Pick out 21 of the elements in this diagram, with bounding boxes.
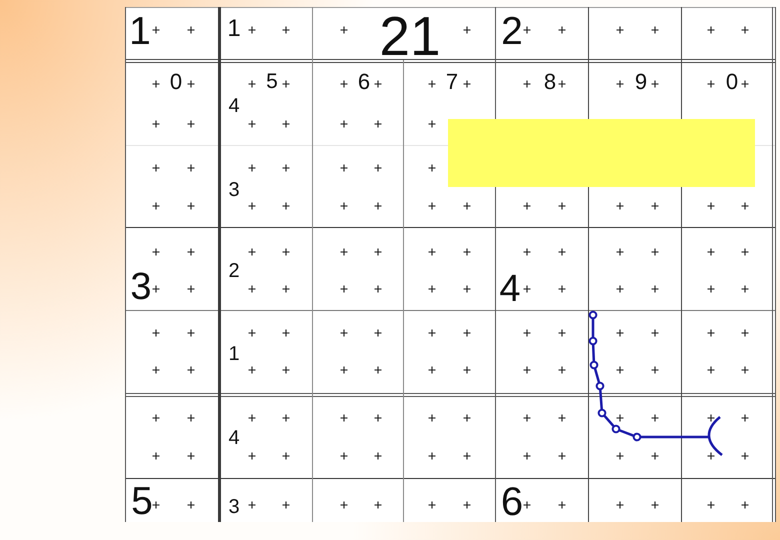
grid-number: 2 [501,16,523,48]
index-number: 6 [358,72,370,90]
index-number: 8 [544,72,556,90]
grid-number: 1 [129,16,151,48]
grid-number: 3 [130,272,152,303]
index-number: 9 [634,72,648,90]
index-number: 1 [228,346,240,362]
index-number: 4 [228,98,240,114]
index-number: 0 [726,72,738,90]
index-number: 4 [228,430,240,446]
grid-number: 5 [131,486,153,518]
index-number: 0 [170,72,182,90]
index-number: 2 [228,262,240,279]
grid-number: 4 [499,274,521,305]
grid-number: 6 [500,486,524,518]
index-number: 3 [228,498,240,515]
index-number: 1 [227,18,241,38]
index-number: 3 [228,182,240,198]
grid-number: 21 [379,14,441,58]
index-number: 7 [446,72,458,90]
index-number: 5 [266,74,278,90]
